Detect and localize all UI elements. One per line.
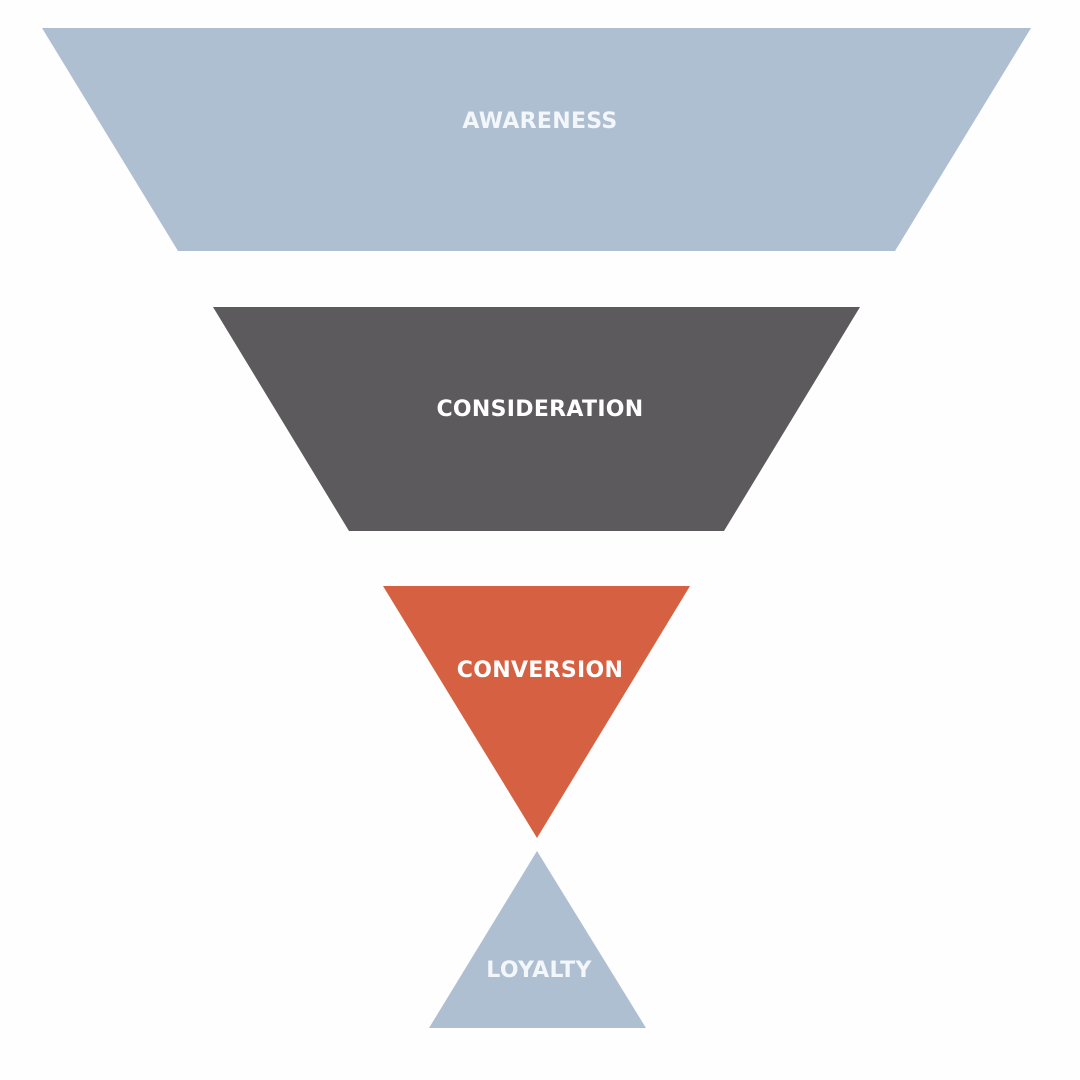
stage-consideration: CONSIDERATION	[213, 307, 860, 531]
conversion-label: CONVERSION	[457, 658, 623, 683]
loyalty-shape	[429, 851, 646, 1028]
conversion-shape	[383, 586, 690, 838]
awareness-shape	[42, 28, 1031, 251]
stage-conversion: CONVERSION	[383, 586, 690, 838]
consideration-shape	[213, 307, 860, 531]
loyalty-label: LOYALTY	[486, 958, 592, 983]
stage-loyalty: LOYALTY	[429, 851, 646, 1028]
consideration-label: CONSIDERATION	[436, 397, 643, 422]
awareness-label: AWARENESS	[462, 109, 617, 134]
stage-awareness: AWARENESS	[42, 28, 1031, 251]
